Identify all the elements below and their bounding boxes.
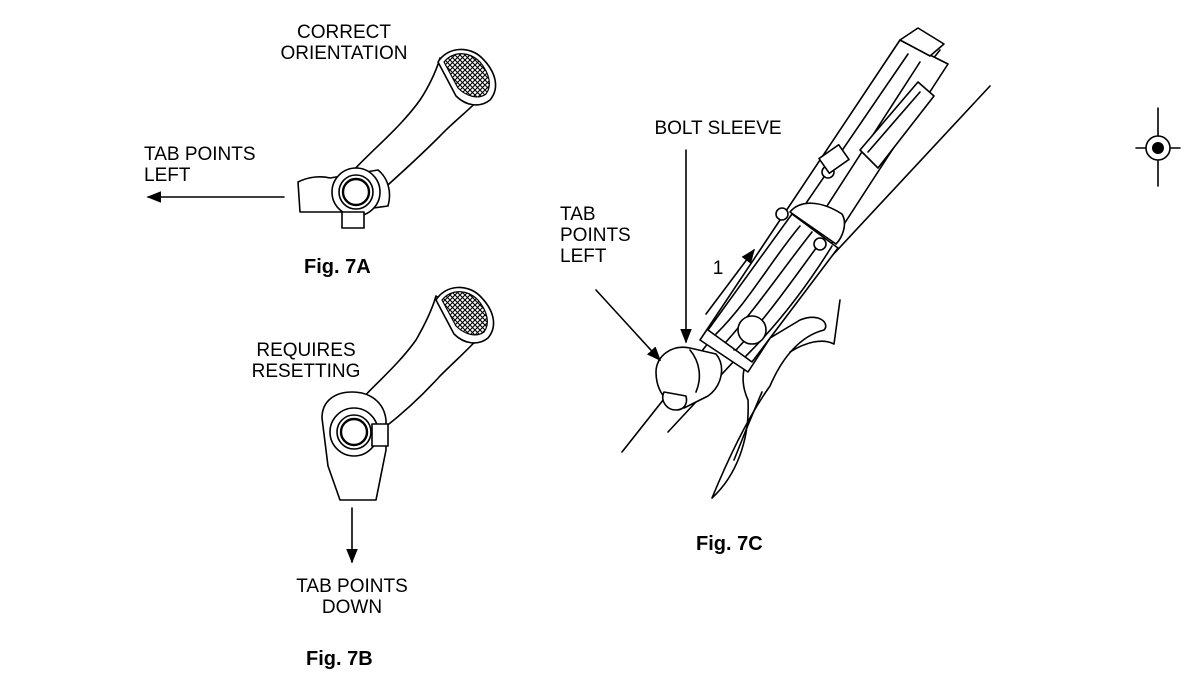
tab-points-down-label: TAB POINTS DOWN	[296, 576, 408, 618]
figure-caption-7a: Fig. 7A	[304, 256, 371, 278]
correct-orientation-label: CORRECT ORIENTATION	[280, 22, 408, 64]
bolt-handle-7a-drawing	[146, 48, 497, 229]
requires-resetting-label: REQUIRES RESETTING	[251, 340, 361, 382]
bolt-handle-7b-drawing	[321, 286, 495, 564]
tab-points-left-label-7c: TAB POINTS LEFT	[560, 204, 631, 267]
tab-points-left-label-7a: TAB POINTS LEFT	[144, 144, 256, 186]
bolt-sleeve-label: BOLT SLEEVE	[654, 118, 782, 139]
figure-caption-7c: Fig. 7C	[696, 533, 763, 555]
figure-caption-7b: Fig. 7B	[306, 648, 373, 670]
rifle-receiver-7c-drawing	[595, 27, 991, 499]
step-number-label: 1	[712, 258, 724, 279]
registration-mark	[1135, 107, 1181, 187]
